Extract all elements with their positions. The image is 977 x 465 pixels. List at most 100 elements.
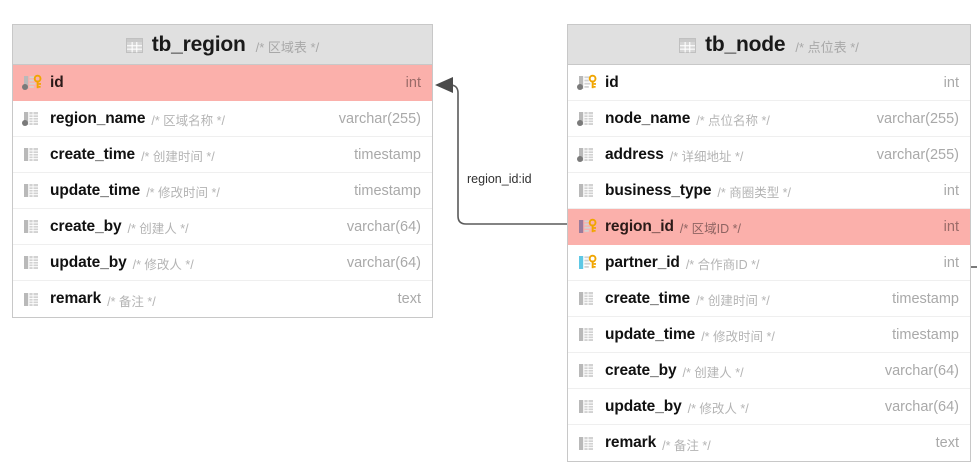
relationship-arrowhead [435, 77, 453, 93]
column-type: timestamp [892, 290, 959, 307]
column-row[interactable]: partner_id/* 合作商ID */int [568, 245, 970, 281]
column-type: timestamp [354, 182, 421, 199]
column-name: id [50, 73, 64, 91]
column-icon [22, 181, 50, 200]
column-icon-svg [579, 148, 593, 161]
foreign-key-icon-svg [579, 218, 597, 233]
column-type: varchar(64) [884, 362, 959, 379]
grid-icon [125, 36, 143, 53]
column-icon [577, 325, 605, 344]
column-icon-svg [579, 112, 593, 125]
column-icon-svg [24, 256, 38, 269]
relationship-label: region_id:id [466, 172, 533, 186]
column-row[interactable]: update_time /* 修改时间 */ timestamp [13, 173, 432, 209]
column-name: node_name [605, 109, 691, 127]
column-type: int [943, 254, 959, 271]
table-comment: /* 点位表 */ [795, 39, 859, 55]
column-icon [577, 289, 605, 308]
column-name: region_id [605, 217, 674, 235]
column-comment: /* 修改时间 */ [146, 186, 220, 200]
column-comment: /* 创建时间 */ [141, 150, 215, 164]
not-null-dot-icon [577, 84, 583, 90]
column-name: update_time [605, 325, 696, 343]
column-icon-svg [24, 220, 38, 233]
column-comment: /* 备注 */ [107, 294, 156, 309]
column-name: update_time [50, 181, 141, 199]
column-row[interactable]: node_name /* 点位名称 */ varchar(255) [568, 101, 970, 137]
table-header-tb-node[interactable]: tb_node /* 点位表 */ [568, 25, 970, 65]
relationship-line-region-id [444, 84, 567, 225]
column-row[interactable]: create_time/* 创建时间 */timestamp [568, 281, 970, 317]
table-card-tb-region[interactable]: tb_region /* 区域表 */ id int region_name /* 区… [12, 24, 433, 318]
column-type: varchar(255) [876, 110, 959, 127]
column-comment: /* 详细地址 */ [669, 150, 744, 164]
column-icon-svg [24, 148, 38, 161]
not-null-dot-icon [22, 120, 28, 126]
column-comment: /* 创建人 */ [682, 366, 744, 380]
column-row[interactable]: create_time/* 创建时间 */timestamp [13, 137, 432, 173]
column-icon-svg [579, 364, 593, 377]
column-icon-svg [579, 328, 593, 341]
column-row[interactable]: update_time/* 修改时间 */timestamp [568, 317, 970, 353]
column-icon [22, 145, 50, 164]
column-row[interactable]: create_by/* 创建人 */varchar(64) [568, 353, 970, 389]
primary-key-icon-svg [24, 74, 42, 89]
column-name: region_name [50, 109, 146, 127]
column-type: varchar(255) [338, 110, 421, 127]
column-type: int [405, 74, 421, 91]
column-comment: /* 修改人 */ [132, 258, 194, 272]
table-body-tb-region: id int region_name /* 区域名称 */ varchar(255) cr… [13, 65, 432, 317]
table-header-tb-region[interactable]: tb_region /* 区域表 */ [13, 25, 432, 65]
column-icon-svg [579, 436, 593, 450]
column-name: business_type [605, 181, 712, 199]
column-row[interactable]: create_by/* 创建人 */varchar(64) [13, 209, 432, 245]
column-comment: /* 商圈类型 */ [717, 186, 792, 200]
foreign-key-icon [577, 217, 605, 236]
table-title: tb_region [151, 32, 246, 56]
column-name: create_by [50, 217, 122, 235]
column-row[interactable]: region_id /* 区域ID */ int [568, 209, 970, 245]
column-name: create_time [50, 145, 136, 163]
column-row[interactable]: remark/* 备注 */text [568, 425, 970, 461]
column-icon [22, 253, 50, 272]
column-row[interactable]: id int [13, 65, 432, 101]
column-type: text [397, 291, 421, 307]
column-comment: /* 合作商ID */ [685, 258, 760, 272]
column-name: remark [50, 290, 102, 307]
column-icon [577, 397, 605, 416]
column-icon [577, 181, 605, 200]
column-row[interactable]: business_type /* 商圈类型 */ int [568, 173, 970, 209]
column-comment: /* 区域名称 */ [151, 114, 225, 128]
column-row[interactable]: update_by/* 修改人 */varchar(64) [13, 245, 432, 281]
column-icon-svg [24, 112, 38, 125]
column-comment: /* 区域ID */ [679, 222, 741, 236]
column-icon [577, 361, 605, 380]
column-type: int [943, 218, 959, 235]
table-title: tb_node [705, 32, 786, 56]
column-comment: /* 修改人 */ [687, 402, 749, 416]
column-row[interactable]: address/* 详细地址 */varchar(255) [568, 137, 970, 173]
column-icon [577, 109, 605, 128]
column-type: text [935, 435, 959, 451]
column-row[interactable]: region_name /* 区域名称 */ varchar(255) [13, 101, 432, 137]
column-comment: /* 创建人 */ [127, 222, 189, 236]
not-null-dot-icon [577, 120, 583, 126]
column-icon-svg [579, 400, 593, 413]
column-type: int [943, 182, 959, 199]
column-name: update_by [605, 397, 682, 415]
column-name: update_by [50, 253, 127, 271]
column-row[interactable]: remark /* 备注 */ text [13, 281, 432, 317]
column-comment: /* 点位名称 */ [696, 114, 770, 128]
column-type: varchar(64) [884, 398, 959, 415]
column-type: timestamp [892, 326, 959, 343]
not-null-dot-icon [577, 156, 583, 162]
column-icon-svg [24, 184, 38, 197]
column-row[interactable]: update_by /* 修改人 */ varchar(64) [568, 389, 970, 425]
column-name: remark [605, 434, 657, 451]
column-name: create_time [605, 289, 691, 307]
not-null-dot-icon [22, 84, 28, 90]
column-icon [577, 145, 605, 164]
